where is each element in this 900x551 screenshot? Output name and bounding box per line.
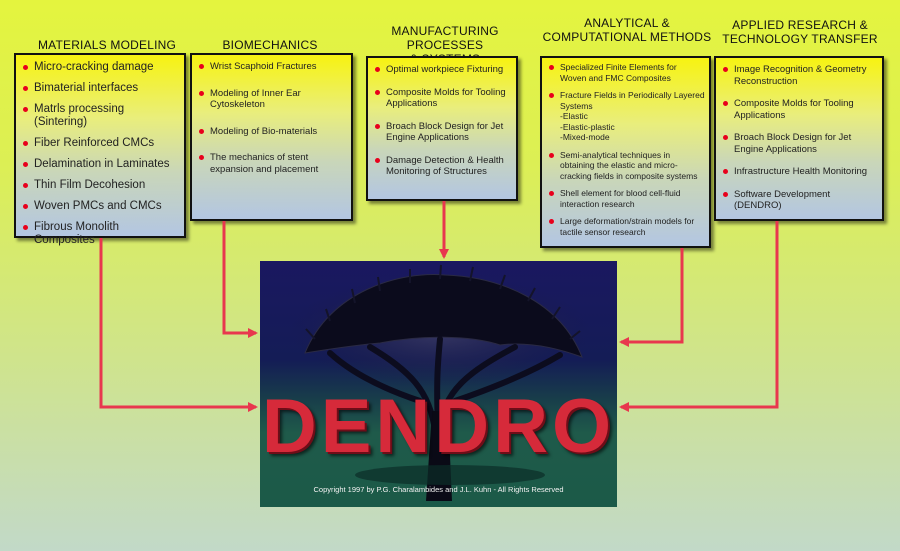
dendro-logo-text: DENDRO [261, 384, 616, 469]
list-item: Shell element for blood cell-fluid inter… [548, 188, 705, 209]
list-item: Modeling of Bio-materials [198, 126, 347, 138]
title-manufacturing-line1: MANUFACTURING PROCESSES [391, 24, 499, 52]
list-item: Composite Molds for Tooling Applications [374, 87, 512, 110]
title-applied-line2: TECHNOLOGY TRANSFER [722, 32, 878, 46]
arrow-analytical [619, 248, 684, 347]
list-item: The mechanics of stent expansion and pla… [198, 152, 347, 175]
list-item: Fiber Reinforced CMCs [22, 137, 180, 150]
list-item: Specialized Finite Elements for Woven an… [548, 62, 705, 83]
sub-item: -Elastic [560, 111, 588, 121]
list-item: Broach Block Design for Jet Engine Appli… [374, 121, 512, 144]
arrow-materials [99, 238, 258, 412]
dendro-image: DENDRO Copyright 1997 by P.G. Charalambi… [260, 261, 617, 507]
box-applied-research: Image Recognition & Geometry Reconstruct… [714, 56, 884, 221]
title-materials-modeling: MATERIALS MODELING [37, 38, 177, 52]
title-analytical: ANALYTICAL & COMPUTATIONAL METHODS [538, 16, 716, 44]
list-item: Modeling of Inner Ear Cytoskeleton [198, 88, 347, 111]
title-applied-research: APPLIED RESEARCH & TECHNOLOGY TRANSFER [710, 18, 890, 46]
sub-item: -Elastic-plastic [560, 121, 615, 132]
list-item: Optimal workpiece Fixturing [374, 64, 512, 76]
list-item: Micro-cracking damage [22, 61, 180, 74]
box-analytical: Specialized Finite Elements for Woven an… [540, 56, 711, 248]
list-item: Bimaterial interfaces [22, 82, 180, 95]
box-biomechanics: Wrist Scaphoid Fractures Modeling of Inn… [190, 53, 353, 221]
list-item: Fibrous Monolith Composites [22, 221, 180, 247]
title-biomechanics: BIOMECHANICS [222, 38, 318, 52]
tree-illustration [290, 264, 590, 501]
list-item: Software Development (DENDRO) [722, 189, 878, 212]
list-item: Delamination in Laminates [22, 158, 180, 171]
title-manufacturing: MANUFACTURING PROCESSES & SYSTEMS [360, 24, 530, 66]
box-manufacturing: Optimal workpiece Fixturing Composite Mo… [366, 56, 518, 201]
box-materials-modeling: Micro-cracking damage Bimaterial interfa… [14, 53, 186, 246]
list-item: Infrastructure Health Monitoring [722, 166, 878, 178]
list-item: Composite Molds for Tooling Applications [722, 98, 878, 121]
list-item-text: Fracture Fields in Periodically Layered … [560, 90, 705, 111]
list-item: Semi-analytical techniques in obtaining … [548, 150, 705, 182]
list-item: Woven PMCs and CMCs [22, 200, 180, 213]
list-item: Large deformation/strain models for tact… [548, 216, 705, 237]
list-item: Thin Film Decohesion [22, 179, 180, 192]
list-item: Image Recognition & Geometry Reconstruct… [722, 64, 878, 87]
title-analytical-line1: ANALYTICAL & [584, 16, 670, 30]
sub-item: -Mixed-mode [560, 132, 610, 142]
list-item: Damage Detection & Health Monitoring of … [374, 155, 512, 178]
list-item: Fracture Fields in Periodically Layered … [548, 90, 705, 143]
arrow-biomechanics [222, 221, 258, 338]
title-applied-line1: APPLIED RESEARCH & [732, 18, 868, 32]
arrow-applied [619, 221, 779, 412]
list-item: Matrls processing (Sintering) [22, 103, 180, 129]
copyright-text: Copyright 1997 by P.G. Charalambides and… [313, 485, 564, 494]
title-analytical-line2: COMPUTATIONAL METHODS [542, 30, 712, 44]
list-item: Broach Block Design for Jet Engine Appli… [722, 132, 878, 155]
list-item: Wrist Scaphoid Fractures [198, 61, 347, 73]
